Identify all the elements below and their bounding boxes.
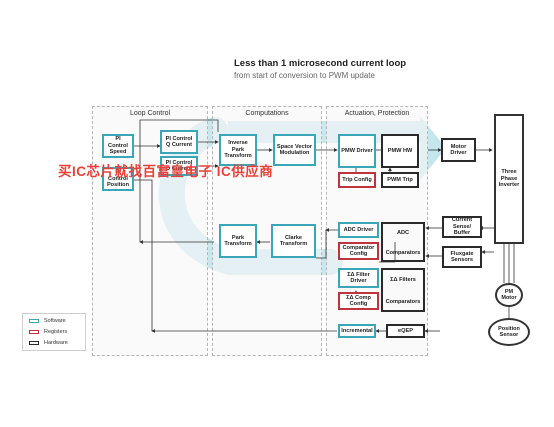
diagram-title: Less than 1 microsecond current loop	[234, 58, 407, 69]
fluxgate-sensors-block: Fluxgate Sensors	[442, 246, 482, 268]
sigma-delta-filters-comparators-block: ΣΔ Filters Comparators	[381, 268, 425, 312]
pm-motor-icon: PM Motor	[495, 283, 523, 307]
pmw-driver-block: PMW Driver	[338, 134, 376, 168]
section-label-actuation: Actuation, Protection	[344, 110, 410, 117]
pi-control-speed-block: PI Control Speed	[102, 134, 134, 158]
sigma-delta-comp-config-block: ΣΔ Comp Config	[338, 292, 379, 310]
software-swatch	[29, 319, 39, 323]
diagram-subtitle: from start of conversion to PWM update	[234, 71, 375, 80]
legend-item-software: Software	[29, 318, 66, 324]
section-label-computations: Computations	[245, 110, 289, 117]
adc-label: ADC	[396, 229, 410, 236]
pi-control-d-current-block: PI Control D Current	[160, 156, 198, 176]
adc-comparators-block: ADC Comparators	[381, 222, 425, 262]
section-label-loop-control: Loop Control	[129, 110, 171, 117]
space-vector-modulation-block: Space Vector Modulation	[273, 134, 316, 166]
legend-label-hardware: Hardware	[44, 340, 68, 346]
eqep-block: eQEP	[386, 324, 425, 338]
legend-item-registers: Registers	[29, 329, 67, 335]
adc-comparators-label: Comparators	[385, 249, 421, 256]
incremental-block: Incremental	[338, 324, 376, 338]
sigma-delta-filter-driver-block: ΣΔ Filter Driver	[338, 268, 379, 288]
sigma-delta-comparators-label: Comparators	[385, 298, 421, 305]
three-phase-inverter-block: Three Phase Inverter	[494, 114, 524, 244]
sigma-delta-filters-label: ΣΔ Filters	[390, 276, 416, 283]
pmw-hw-block: PMW HW	[381, 134, 419, 168]
registers-swatch	[29, 330, 39, 334]
motor-driver-block: Motor Driver	[441, 138, 476, 162]
park-transform-block: Park Transform	[219, 224, 257, 258]
pi-control-position-block: PI Control Position	[102, 167, 134, 191]
pwm-trip-block: PWM Trip	[381, 172, 419, 188]
adc-driver-block: ADC Driver	[338, 222, 379, 238]
comparator-config-block: Comparator Config	[338, 242, 379, 260]
watermark-text: 买IC芯片就找百富皇电子 IC供应商	[58, 164, 274, 179]
hardware-swatch	[29, 341, 39, 345]
legend-label-registers: Registers	[44, 329, 68, 335]
legend-label-software: Software	[44, 318, 66, 324]
position-sensor-icon: Position Sensor	[488, 318, 530, 346]
current-sense-buffer-block: Current Sense/ Buffer	[442, 216, 482, 238]
trip-config-block: Trip Config	[338, 172, 376, 188]
legend-item-hardware: Hardware	[29, 340, 68, 346]
legend: Software Registers Hardware	[22, 313, 86, 351]
pi-control-q-current-block: PI Control Q Current	[160, 130, 198, 154]
inverse-park-transform-block: Inverse Park Transform	[219, 134, 257, 166]
clarke-transform-block: Clarke Transform	[271, 224, 316, 258]
